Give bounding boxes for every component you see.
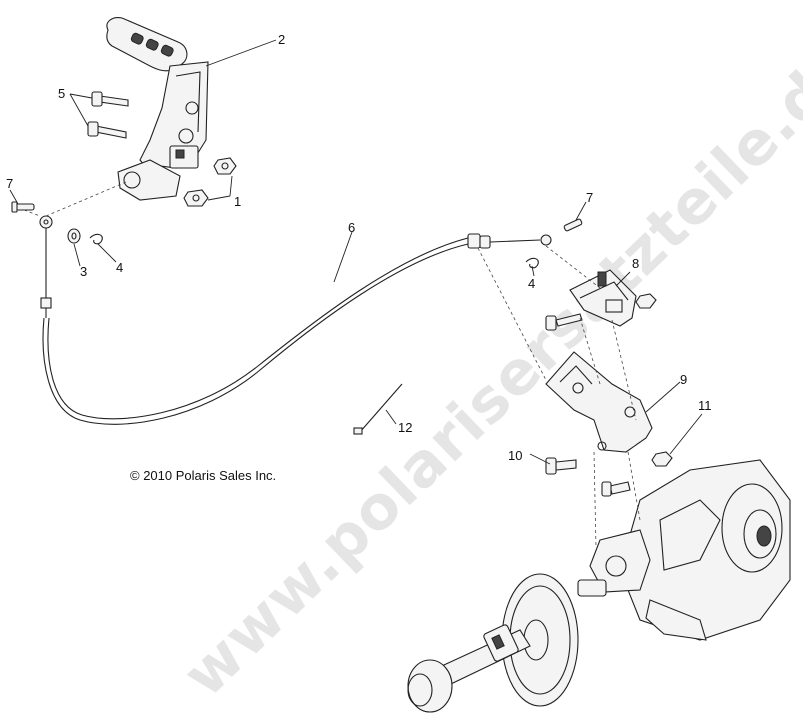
callout-3: 3 [80,264,87,279]
drive-shaft [407,624,531,713]
brake-cable [39,215,552,425]
nut-8 [635,293,657,309]
callouts: 1 2 3 4 4 5 6 7 7 8 9 10 11 12 [6,32,712,463]
callout-2: 2 [278,32,285,47]
callout-6: 6 [348,220,355,235]
nut-11 [651,451,673,467]
callout-11: 11 [698,398,712,413]
brake-lever-assembly [106,17,209,201]
bolt-8 [545,313,583,331]
callout-9: 9 [680,372,687,387]
clip-4b [525,257,539,269]
washer-3 [67,228,81,244]
clip-4a [89,233,103,245]
callout-12: 12 [398,420,412,435]
pin-7a [11,201,35,213]
callout-7-right: 7 [586,190,593,205]
caliper-bracket [545,351,653,453]
brake-caliper [569,269,637,327]
callout-10: 10 [508,448,522,463]
callout-1: 1 [234,194,241,209]
nut-1a [213,157,237,175]
bolt-10b [601,481,631,497]
callout-4-left: 4 [116,260,123,275]
nut-1b [183,189,209,207]
bolt-10 [545,457,577,475]
copyright-notice: © 2010 Polaris Sales Inc. [130,468,276,483]
gearcase-assembly [577,459,791,641]
callout-5: 5 [58,86,65,101]
bolt-5b [87,121,127,139]
callout-8: 8 [632,256,639,271]
callout-7-left: 7 [6,176,13,191]
leader-lines [9,39,703,465]
assembly-lines [23,181,641,549]
bolt-5a [91,91,129,107]
callout-4-right: 4 [528,276,535,291]
cable-tie-12 [353,383,403,435]
pin-7b [563,218,583,232]
